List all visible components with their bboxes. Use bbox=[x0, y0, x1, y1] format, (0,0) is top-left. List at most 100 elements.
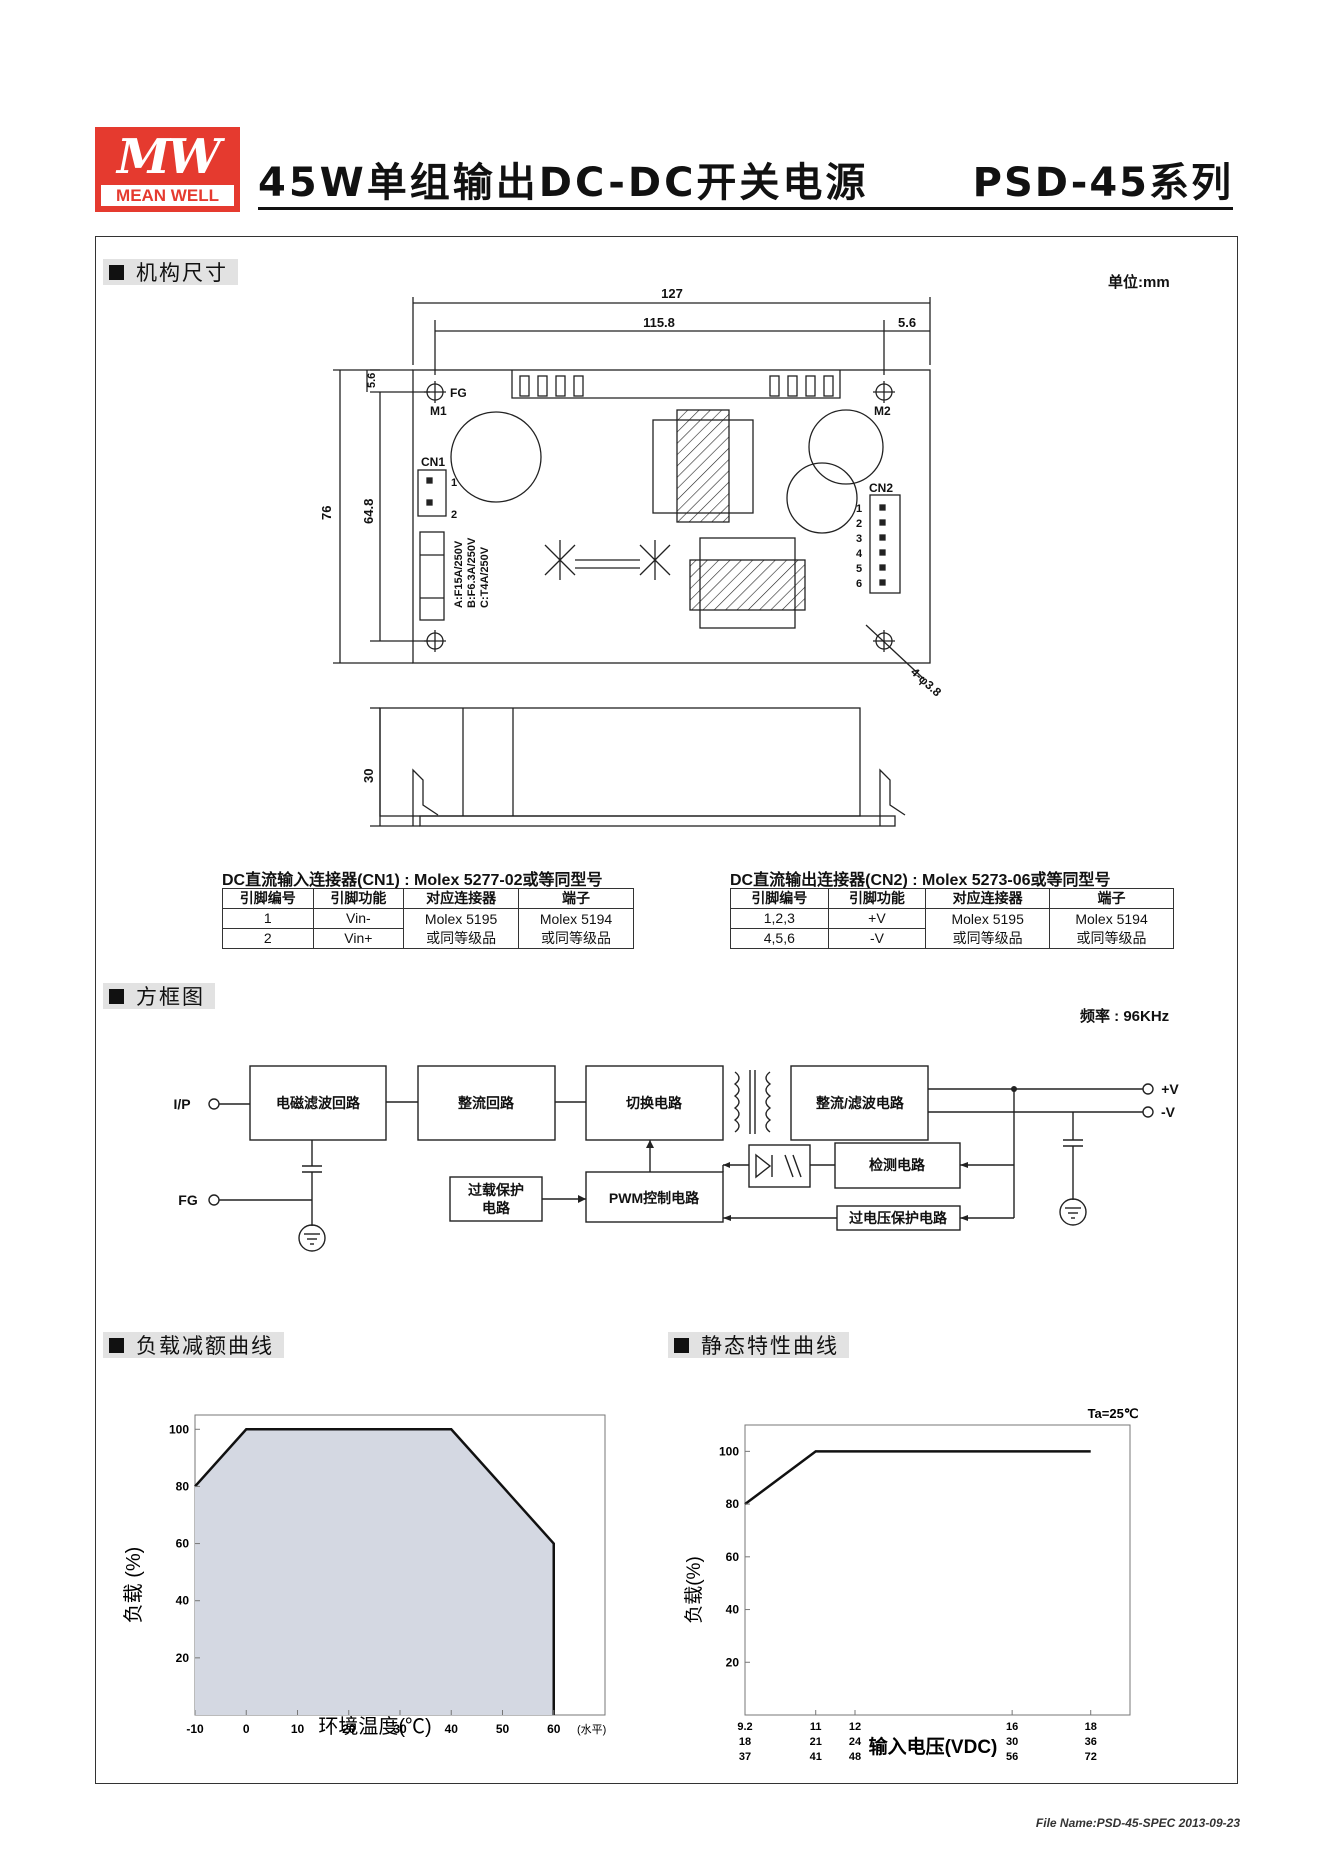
title-rule bbox=[258, 207, 1233, 210]
static-x-tick-label: 41 bbox=[810, 1751, 822, 1763]
section-label: 负载减额曲线 bbox=[136, 1334, 274, 1358]
pwm-block: PWM控制电路 bbox=[609, 1190, 700, 1206]
derating-x-tick-label: 0 bbox=[243, 1722, 250, 1736]
cn2-pin-label: 3 bbox=[856, 533, 862, 545]
emi-filter-block: 电磁滤波回路 bbox=[276, 1095, 361, 1111]
derating-x-tick-label: 20 bbox=[342, 1722, 356, 1736]
section-mechanical: 机构尺寸 bbox=[103, 259, 238, 285]
static-y-tick-label: 20 bbox=[726, 1655, 740, 1669]
cn2-caption: DC直流输出连接器(CN2) : Molex 5273-06或等同型号 bbox=[730, 872, 1111, 889]
static-ylabel: 负载(%) bbox=[683, 1556, 705, 1624]
table-header: 端子 bbox=[1049, 888, 1174, 909]
derating-y-tick-label: 100 bbox=[169, 1422, 189, 1436]
dim-depth: 30 bbox=[361, 769, 376, 783]
mean-well-logo: MW MEAN WELL bbox=[95, 127, 240, 212]
dim-width: 127 bbox=[661, 286, 683, 301]
static-x-tick-label: 37 bbox=[739, 1751, 751, 1763]
pin-number: 1 bbox=[222, 908, 314, 929]
static-x-tick-label: 56 bbox=[1006, 1751, 1018, 1763]
mechanical-drawing: 127 115.8 5.6 76 64.8 5.6 30 4-φ3.8 FG M… bbox=[319, 286, 944, 827]
derating-x-tick-label: 40 bbox=[445, 1722, 459, 1736]
cn2-pin-label: 2 bbox=[856, 518, 862, 530]
cn2-pin-label: 4 bbox=[856, 548, 863, 560]
series-title: PSD-45系列 bbox=[972, 160, 1233, 206]
derating-ylabel: 负载 (%) bbox=[122, 1547, 145, 1624]
static-plot-frame bbox=[744, 1424, 1131, 1716]
table-header: 对应连接器 bbox=[403, 888, 520, 909]
static-line bbox=[744, 1450, 1091, 1506]
dim-top-offset: 5.6 bbox=[366, 373, 378, 388]
static-x-tick-label: 48 bbox=[849, 1751, 861, 1763]
pin-function: -V bbox=[827, 928, 927, 949]
section-square-icon bbox=[109, 988, 124, 1004]
derating-xlabel-extra: (水平) bbox=[577, 1723, 606, 1736]
ovp-block: 过电压保护电路 bbox=[849, 1210, 948, 1226]
cn2-label: CN2 bbox=[869, 481, 893, 495]
static-y-tick-label: 40 bbox=[726, 1603, 740, 1617]
table-header: 引脚功能 bbox=[312, 888, 405, 909]
table-row: 4,5,6 -V bbox=[730, 928, 1174, 949]
pin-number: 2 bbox=[222, 928, 314, 949]
static-x-tick-label: 18 bbox=[1085, 1721, 1097, 1733]
pin-function: Vin- bbox=[312, 908, 405, 929]
cn2-pin-label: 5 bbox=[856, 563, 862, 575]
dim-height: 76 bbox=[319, 506, 334, 520]
static-x-tick-label: 30 bbox=[1006, 1736, 1018, 1748]
section-label: 静态特性曲线 bbox=[701, 1334, 839, 1358]
logo-mw-text: MW bbox=[116, 129, 221, 185]
olp-block-line2: 电路 bbox=[482, 1200, 511, 1216]
output-filter-block: 整流/滤波电路 bbox=[815, 1095, 905, 1111]
mating-part: Molex 5195 bbox=[424, 910, 498, 927]
olp-block-line1: 过载保护 bbox=[468, 1182, 524, 1198]
section-square-icon bbox=[109, 1337, 124, 1353]
section-square-icon bbox=[109, 264, 124, 280]
switching-block: 切换电路 bbox=[626, 1095, 683, 1111]
static-y-tick-label: 100 bbox=[719, 1444, 739, 1458]
cn2-pin-label: 1 bbox=[856, 503, 862, 515]
section-label: 方框图 bbox=[136, 985, 205, 1009]
static-x-tick-label: 16 bbox=[1006, 1721, 1018, 1733]
frequency-label: 频率 : 96KHz bbox=[1080, 1008, 1170, 1025]
content-frame bbox=[95, 236, 1238, 1784]
logo-name: MEAN WELL bbox=[101, 185, 234, 206]
section-block-diagram: 方框图 bbox=[103, 983, 215, 1009]
static-x-tick-label: 9.2 bbox=[737, 1721, 752, 1733]
m2-label: M2 bbox=[874, 404, 891, 418]
file-name-footer: File Name:PSD-45-SPEC 2013-09-23 bbox=[1035, 1816, 1240, 1830]
table-row: 2 Vin+ bbox=[222, 928, 634, 949]
pin-number: 4,5,6 bbox=[730, 928, 829, 949]
derating-xlabel: 环境温度(℃) bbox=[318, 1715, 431, 1738]
fg-label: FG bbox=[450, 386, 467, 400]
minus-v-label: -V bbox=[1161, 1104, 1176, 1120]
derating-area bbox=[195, 1429, 554, 1715]
dim-edge-offset: 5.6 bbox=[898, 315, 916, 330]
static-annotation: Ta=25℃ bbox=[1088, 1406, 1139, 1421]
section-static: 静态特性曲线 bbox=[668, 1332, 849, 1358]
pin-function: Vin+ bbox=[312, 928, 405, 949]
pin-function: +V bbox=[827, 908, 927, 929]
derating-x-tick-label: 50 bbox=[496, 1722, 510, 1736]
table-header: 引脚功能 bbox=[827, 888, 927, 909]
derating-y-tick-label: 60 bbox=[176, 1537, 190, 1551]
derating-x-tick-label: 60 bbox=[547, 1722, 561, 1736]
fuse-rating-b: B:F6.3A/250V bbox=[466, 537, 478, 608]
derating-line bbox=[194, 1428, 555, 1715]
derating-x-tick-label: 10 bbox=[291, 1722, 305, 1736]
terminal-part: Molex 5194 bbox=[1075, 910, 1148, 927]
block-diagram: I/P FG +V -V 电磁滤波回路 整流回路 切换电路 整流/滤波电路 检测… bbox=[173, 1065, 1179, 1252]
section-square-icon bbox=[674, 1337, 689, 1353]
cn2-pin-label: 6 bbox=[856, 578, 862, 590]
static-x-tick-label: 24 bbox=[849, 1736, 862, 1748]
terminal-alt: 或同等级品 bbox=[541, 929, 612, 946]
cn1-caption: DC直流输入连接器(CN1) : Molex 5277-02或等同型号 bbox=[222, 872, 603, 889]
static-xlabel: 输入电压(VDC) bbox=[869, 1735, 998, 1758]
fg-terminal-label: FG bbox=[178, 1192, 198, 1208]
fuse-rating-c: C:T4A/250V bbox=[479, 546, 491, 608]
static-x-tick-label: 11 bbox=[810, 1721, 822, 1733]
mating-alt: 或同等级品 bbox=[952, 929, 1023, 946]
detection-block: 检测电路 bbox=[869, 1157, 926, 1173]
